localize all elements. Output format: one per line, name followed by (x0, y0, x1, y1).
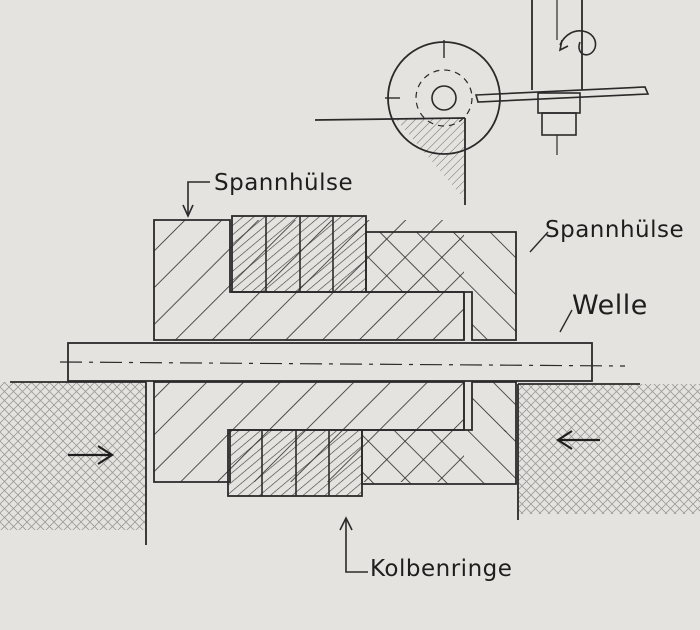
piston-rings-lower (227, 429, 363, 497)
support-top-edge (314, 117, 466, 121)
ring-pack-upper (231, 215, 367, 293)
shaft-centerline (59, 361, 626, 367)
nut-lower (541, 112, 577, 136)
detail-sketch (314, 0, 650, 205)
disc-pitch-circle (415, 69, 473, 127)
label-kolbenringe: Kolbenringe (370, 556, 513, 582)
leader-welle (559, 309, 573, 333)
rotation-arrow-head-icon (558, 39, 569, 52)
rotation-arrow-icon (559, 30, 597, 56)
nut-upper (537, 92, 581, 114)
shaft-body (67, 342, 593, 382)
label-welle: Welle (572, 290, 648, 321)
leader-lines (182, 181, 573, 573)
piston-rings-upper (231, 215, 367, 293)
disc-bore (431, 85, 457, 111)
leader-kolbenringe (345, 520, 368, 573)
support-shading (395, 118, 465, 200)
lever-arm (474, 86, 650, 103)
frame-right-shading (518, 384, 700, 514)
leader-spannhulse-right (529, 231, 549, 253)
leader-spannhulse-left (187, 181, 210, 214)
shaft (59, 342, 626, 382)
force-arrows (68, 430, 600, 465)
frame-shading (0, 381, 700, 545)
label-spannhulse-left: Spannhülse (214, 170, 354, 196)
ring-pack-lower (227, 429, 363, 497)
label-spannhulse-right: Spannhülse (545, 217, 685, 243)
sleeve-right (361, 231, 517, 485)
